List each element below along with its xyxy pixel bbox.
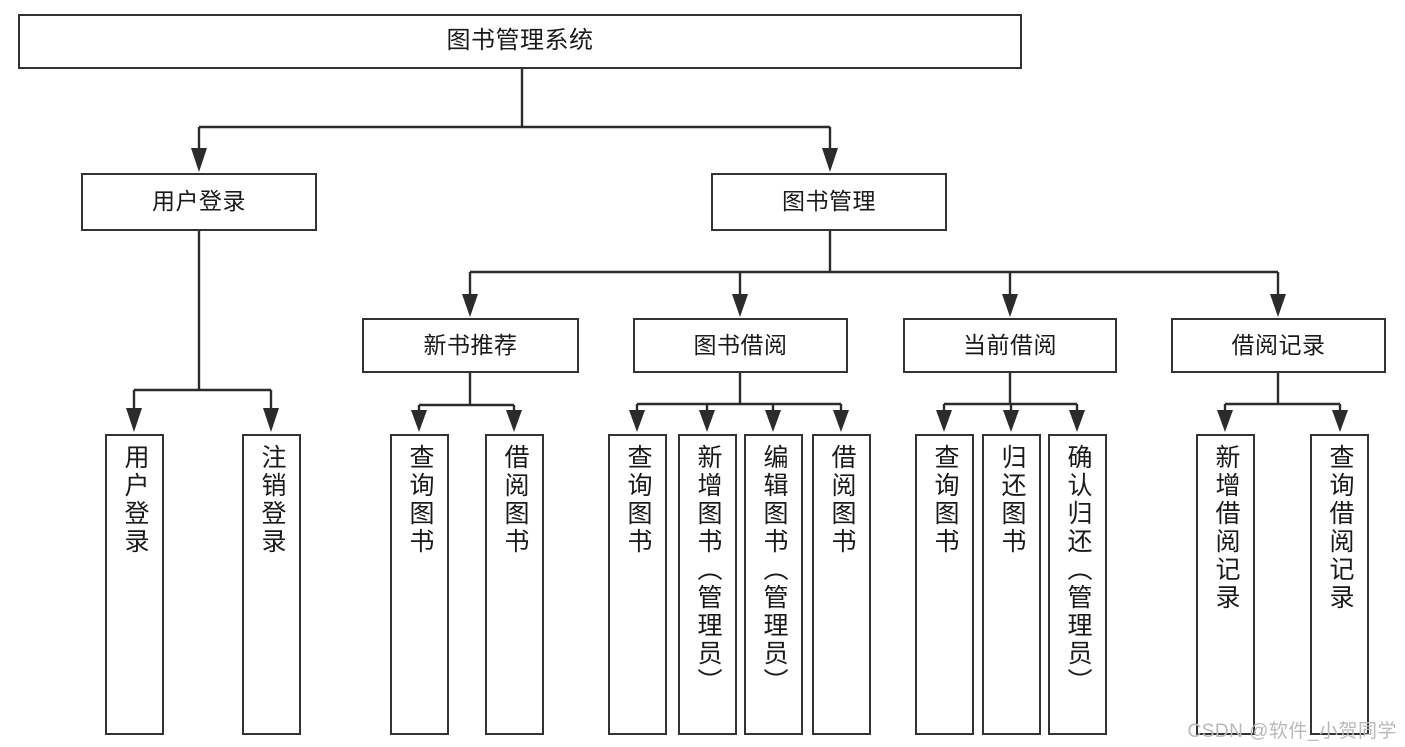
node-new-book-recommend-label: 新书推荐	[423, 331, 518, 358]
arrowhead-bb-query-book	[629, 410, 645, 432]
arrowhead-bb-add-book	[699, 410, 715, 432]
arrowhead-bb-borrow-book	[833, 410, 849, 432]
leaf-user-login-label: 用户登录	[121, 444, 149, 556]
arrowhead-cb-confirm-return	[1069, 410, 1085, 432]
node-user-login-label: 用户登录	[152, 188, 246, 215]
leaf-bb-borrow-book[interactable]: 借阅图书	[812, 434, 871, 735]
arrowhead-book-mgmt	[822, 148, 838, 172]
arrowhead-br-add-record	[1217, 410, 1233, 432]
arrowhead-leaf-user-login	[126, 408, 142, 432]
leaf-cb-return-book[interactable]: 归还图书	[982, 434, 1041, 735]
leaf-nbr-query-book-label: 查询图书	[406, 444, 434, 556]
node-new-book-recommend[interactable]: 新书推荐	[362, 318, 579, 373]
leaf-br-query-record-label: 查询借阅记录	[1326, 444, 1354, 612]
leaf-br-add-record[interactable]: 新增借阅记录	[1196, 434, 1255, 735]
arrowhead-bb-edit-book	[765, 410, 781, 432]
arrowhead-user-login	[191, 148, 207, 172]
arrowhead-book-borrow	[732, 294, 748, 317]
arrowhead-borrow-record	[1270, 294, 1286, 317]
leaf-logout-login[interactable]: 注销登录	[242, 434, 301, 735]
arrowhead-cb-query-book	[936, 410, 952, 432]
node-book-management[interactable]: 图书管理	[711, 173, 947, 231]
node-book-borrow-label: 图书借阅	[693, 331, 788, 358]
leaf-logout-login-label: 注销登录	[258, 444, 286, 556]
leaf-cb-query-book-label: 查询图书	[931, 444, 959, 556]
arrowhead-nbr-query-book	[411, 410, 427, 432]
watermark: CSDN @软件_小贺同学	[1187, 721, 1397, 742]
node-book-management-label: 图书管理	[782, 188, 876, 215]
arrowhead-cb-return-book	[1003, 410, 1019, 432]
leaf-br-query-record[interactable]: 查询借阅记录	[1310, 434, 1369, 735]
leaf-bb-query-book-label: 查询图书	[624, 444, 652, 556]
node-borrow-record-label: 借阅记录	[1231, 331, 1326, 358]
arrowhead-br-query-record	[1332, 410, 1348, 432]
leaf-nbr-borrow-book-label: 借阅图书	[501, 444, 529, 556]
leaf-br-add-record-label: 新增借阅记录	[1212, 444, 1240, 612]
node-borrow-record[interactable]: 借阅记录	[1171, 318, 1386, 373]
node-book-borrow[interactable]: 图书借阅	[633, 318, 848, 373]
leaf-nbr-query-book[interactable]: 查询图书	[390, 434, 449, 735]
arrowhead-nbr-borrow-book	[506, 410, 522, 432]
leaf-cb-confirm-return[interactable]: 确认归还（管理员）	[1048, 434, 1107, 735]
leaf-bb-borrow-book-label: 借阅图书	[828, 444, 856, 556]
leaf-cb-confirm-return-label: 确认归还（管理员）	[1064, 444, 1092, 696]
leaf-bb-add-book[interactable]: 新增图书（管理员）	[678, 434, 737, 735]
node-user-login[interactable]: 用户登录	[81, 173, 317, 231]
leaf-cb-return-book-label: 归还图书	[998, 444, 1026, 556]
leaf-cb-query-book[interactable]: 查询图书	[915, 434, 974, 735]
leaf-nbr-borrow-book[interactable]: 借阅图书	[485, 434, 544, 735]
node-current-borrow-label: 当前借阅	[963, 331, 1057, 358]
node-root-label: 图书管理系统	[446, 27, 594, 55]
arrowhead-new-book-rec	[462, 294, 478, 317]
arrowhead-leaf-logout-login	[263, 408, 279, 432]
leaf-bb-add-book-label: 新增图书（管理员）	[694, 444, 722, 696]
leaf-bb-edit-book[interactable]: 编辑图书（管理员）	[744, 434, 803, 735]
leaf-bb-edit-book-label: 编辑图书（管理员）	[760, 444, 788, 696]
node-root[interactable]: 图书管理系统	[18, 14, 1022, 69]
leaf-bb-query-book[interactable]: 查询图书	[608, 434, 667, 735]
leaf-user-login[interactable]: 用户登录	[105, 434, 164, 735]
node-current-borrow[interactable]: 当前借阅	[903, 318, 1117, 373]
arrowhead-current-borrow	[1002, 294, 1018, 317]
